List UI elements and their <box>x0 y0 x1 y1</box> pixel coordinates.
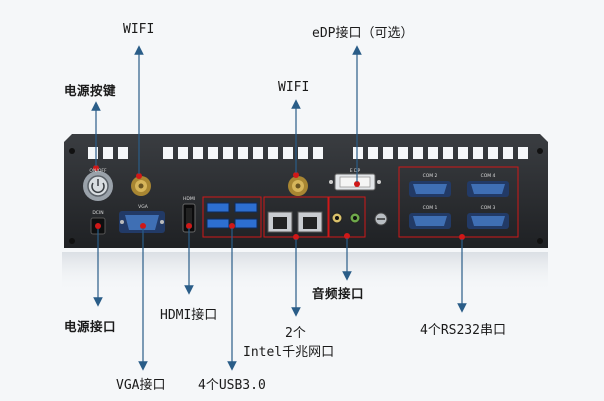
com2-panel-text: COM 2 <box>423 173 438 179</box>
vga-port-icon <box>119 211 165 233</box>
com3-panel-text: COM 3 <box>481 205 496 211</box>
label-power-port: 电源接口 <box>64 319 117 334</box>
serial-port-icon <box>409 181 509 229</box>
dcin-panel-text: DCIN <box>92 210 103 216</box>
antenna-connector-icon <box>288 176 308 196</box>
cooling-fins <box>88 147 528 159</box>
on-off-text: ON/OFF <box>89 168 107 174</box>
callout-arrows <box>91 45 467 371</box>
label-wifi-mid: WIFI <box>278 80 310 95</box>
label-lan-count: 2个 <box>285 326 306 341</box>
ground-screw-icon <box>374 212 388 226</box>
label-wifi-left: WIFI <box>123 22 155 37</box>
audio-jack-icon <box>331 212 361 224</box>
power-button-icon <box>83 171 113 201</box>
edp-panel-text: E DP <box>350 168 361 174</box>
label-hdmi: HDMI接口 <box>160 308 218 323</box>
label-lan: Intel千兆网口 <box>243 345 335 360</box>
ethernet-port-icon <box>267 211 323 233</box>
vga-panel-text: VGA <box>138 204 149 210</box>
com4-panel-text: COM 4 <box>481 173 496 179</box>
com-highlight-box <box>398 166 519 238</box>
label-edp: eDP接口（可选） <box>312 26 414 41</box>
usb-port-icon <box>206 202 258 229</box>
label-audio: 音频接口 <box>312 286 365 301</box>
antenna-connector-icon <box>131 176 151 196</box>
dc-jack-icon <box>90 217 106 235</box>
label-vga: VGA接口 <box>116 378 166 393</box>
hdmi-panel-text: HDMI <box>183 196 195 202</box>
com1-panel-text: COM 1 <box>423 205 438 211</box>
label-usb: 4个USB3.0 <box>198 378 266 393</box>
label-rs232: 4个RS232串口 <box>420 323 506 338</box>
label-power-button: 电源按键 <box>64 83 117 98</box>
